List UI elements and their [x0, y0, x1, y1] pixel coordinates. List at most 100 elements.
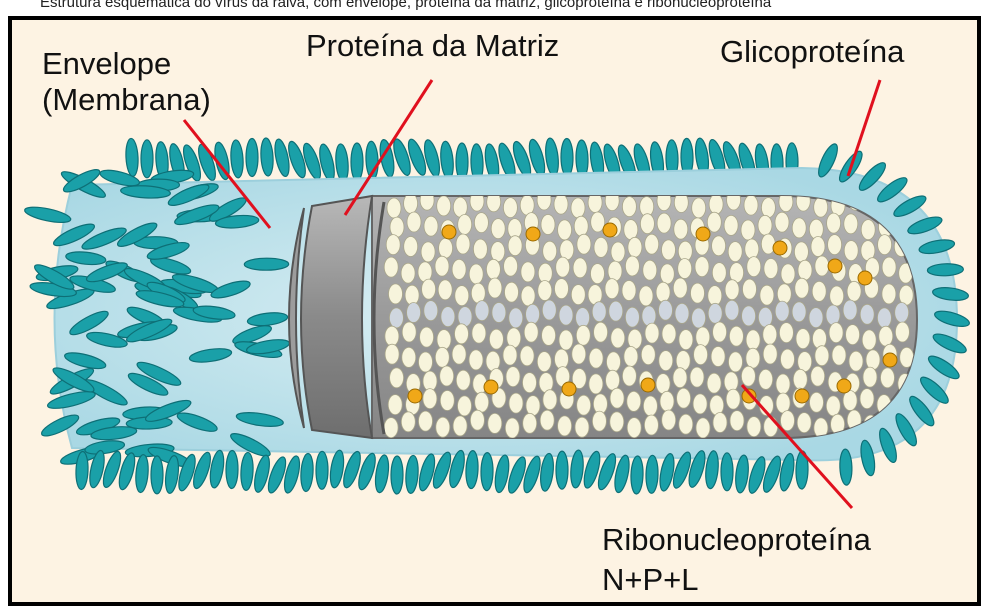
- nucleoprotein-bead: [745, 239, 759, 259]
- nucleoprotein-bead: [759, 369, 773, 389]
- nucleoprotein-bead: [640, 214, 654, 234]
- nucleoprotein-bead: [815, 256, 829, 276]
- nucleoprotein-bead: [488, 413, 502, 433]
- nucleoprotein-bead: [407, 303, 421, 323]
- nucleoprotein-bead: [401, 263, 415, 283]
- nucleoprotein-bead: [456, 370, 470, 390]
- nucleoprotein-bead: [473, 239, 487, 259]
- nucleoprotein-bead: [573, 258, 587, 278]
- glycoprotein-spike: [300, 453, 314, 492]
- nucleoprotein-bead: [707, 212, 721, 232]
- diagram-frame: Envelope (Membrana) Proteína da Matriz G…: [8, 16, 981, 606]
- nucleoprotein-bead: [829, 323, 843, 343]
- nucleoprotein-bead: [520, 346, 534, 366]
- nucleoprotein-bead: [761, 198, 775, 218]
- nucleoprotein-bead: [422, 279, 436, 299]
- nucleoprotein-bead: [844, 241, 858, 261]
- nucleoprotein-bead: [523, 413, 537, 433]
- nucleoprotein-bead: [577, 395, 591, 415]
- nucleoprotein-bead: [641, 345, 655, 365]
- nucleoprotein-bead: [440, 391, 454, 411]
- nucleoprotein-bead: [521, 262, 535, 282]
- nucleoprotein-bead: [847, 281, 861, 301]
- nucleoprotein-bead: [809, 219, 823, 239]
- polymerase-dot: [696, 227, 710, 241]
- nucleoprotein-bead: [744, 195, 758, 215]
- nucleoprotein-bead: [404, 237, 418, 257]
- nucleoprotein-bead: [811, 366, 825, 386]
- nucleoprotein-bead: [662, 410, 676, 430]
- nucleoprotein-bead: [503, 345, 517, 365]
- nucleoprotein-bead: [677, 388, 691, 408]
- nucleoprotein-bead: [538, 281, 552, 301]
- nucleoprotein-bead: [420, 327, 434, 347]
- nucleoprotein-bead: [725, 300, 739, 320]
- nucleoprotein-bead: [489, 329, 503, 349]
- nucleoprotein-bead: [781, 349, 795, 369]
- glycoprotein-spike: [465, 450, 479, 489]
- polymerase-dot: [641, 378, 655, 392]
- glycoprotein-spike: [556, 451, 568, 489]
- nucleoprotein-bead: [763, 344, 777, 364]
- nucleoprotein-bead: [862, 330, 876, 350]
- nucleoprotein-bead: [708, 303, 722, 323]
- nucleoprotein-bead: [543, 390, 557, 410]
- nucleoprotein-bead: [591, 264, 605, 284]
- nucleoprotein-bead: [639, 286, 653, 306]
- nucleoprotein-bead: [811, 237, 825, 257]
- polymerase-dot: [773, 241, 787, 255]
- glycoprotein-spike: [405, 455, 420, 494]
- nucleoprotein-bead: [469, 264, 483, 284]
- nucleoprotein-bead: [660, 391, 674, 411]
- nucleoprotein-bead: [423, 371, 437, 391]
- nucleoprotein-bead: [679, 414, 693, 434]
- glycoprotein-spike: [125, 138, 139, 177]
- figure-caption: Estrutura esquemática do vírus da raiva,…: [40, 0, 771, 11]
- glycoprotein-spike: [226, 450, 238, 488]
- nucleoprotein-bead: [605, 279, 619, 299]
- nucleoprotein-bead: [696, 327, 710, 347]
- nucleoprotein-bead: [627, 391, 641, 411]
- polymerase-dot: [442, 225, 456, 239]
- nucleoprotein-bead: [724, 372, 738, 392]
- polymerase-dot: [484, 380, 498, 394]
- nucleoprotein-bead: [779, 323, 793, 343]
- nucleoprotein-bead: [815, 346, 829, 366]
- nucleoprotein-bead: [846, 325, 860, 345]
- nucleoprotein-bead: [628, 237, 642, 257]
- nucleoprotein-bead: [402, 347, 416, 367]
- nucleoprotein-bead: [662, 240, 676, 260]
- label-envelope-line1: Envelope: [42, 46, 211, 82]
- nucleoprotein-bead: [554, 194, 568, 214]
- nucleoprotein-bead: [542, 325, 556, 345]
- nucleoprotein-bead: [475, 301, 489, 321]
- nucleoprotein-bead: [644, 415, 658, 435]
- nucleoprotein-bead: [401, 412, 415, 432]
- nucleoprotein-bead: [711, 347, 725, 367]
- nucleoprotein-bead: [435, 347, 449, 367]
- nucleoprotein-bead: [559, 330, 573, 350]
- label-matrix-protein: Proteína da Matriz: [306, 28, 559, 64]
- nucleoprotein-bead: [572, 344, 586, 364]
- polymerase-dot: [603, 223, 617, 237]
- nucleoprotein-bead: [389, 308, 403, 328]
- glyco-pointer-line: [848, 80, 880, 176]
- nucleoprotein-bead: [622, 366, 636, 386]
- nucleoprotein-bead: [713, 322, 727, 342]
- polymerase-dot: [828, 259, 842, 273]
- nucleoprotein-bead: [471, 283, 485, 303]
- nucleoprotein-bead: [384, 418, 398, 438]
- nucleoprotein-bead: [708, 286, 722, 306]
- glycoprotein-spike: [351, 143, 363, 181]
- polymerase-dot: [837, 379, 851, 393]
- nucleoprotein-bead: [741, 366, 755, 386]
- nucleoprotein-bead: [724, 215, 738, 235]
- nucleoprotein-bead: [594, 322, 608, 342]
- nucleoprotein-bead: [441, 307, 455, 327]
- nucleoprotein-bead: [810, 392, 824, 412]
- nucleoprotein-bead: [695, 257, 709, 277]
- nucleoprotein-bead: [625, 307, 639, 327]
- nucleoprotein-bead: [882, 257, 896, 277]
- nucleoprotein-bead: [456, 234, 470, 254]
- glycoprotein-spike: [141, 140, 153, 178]
